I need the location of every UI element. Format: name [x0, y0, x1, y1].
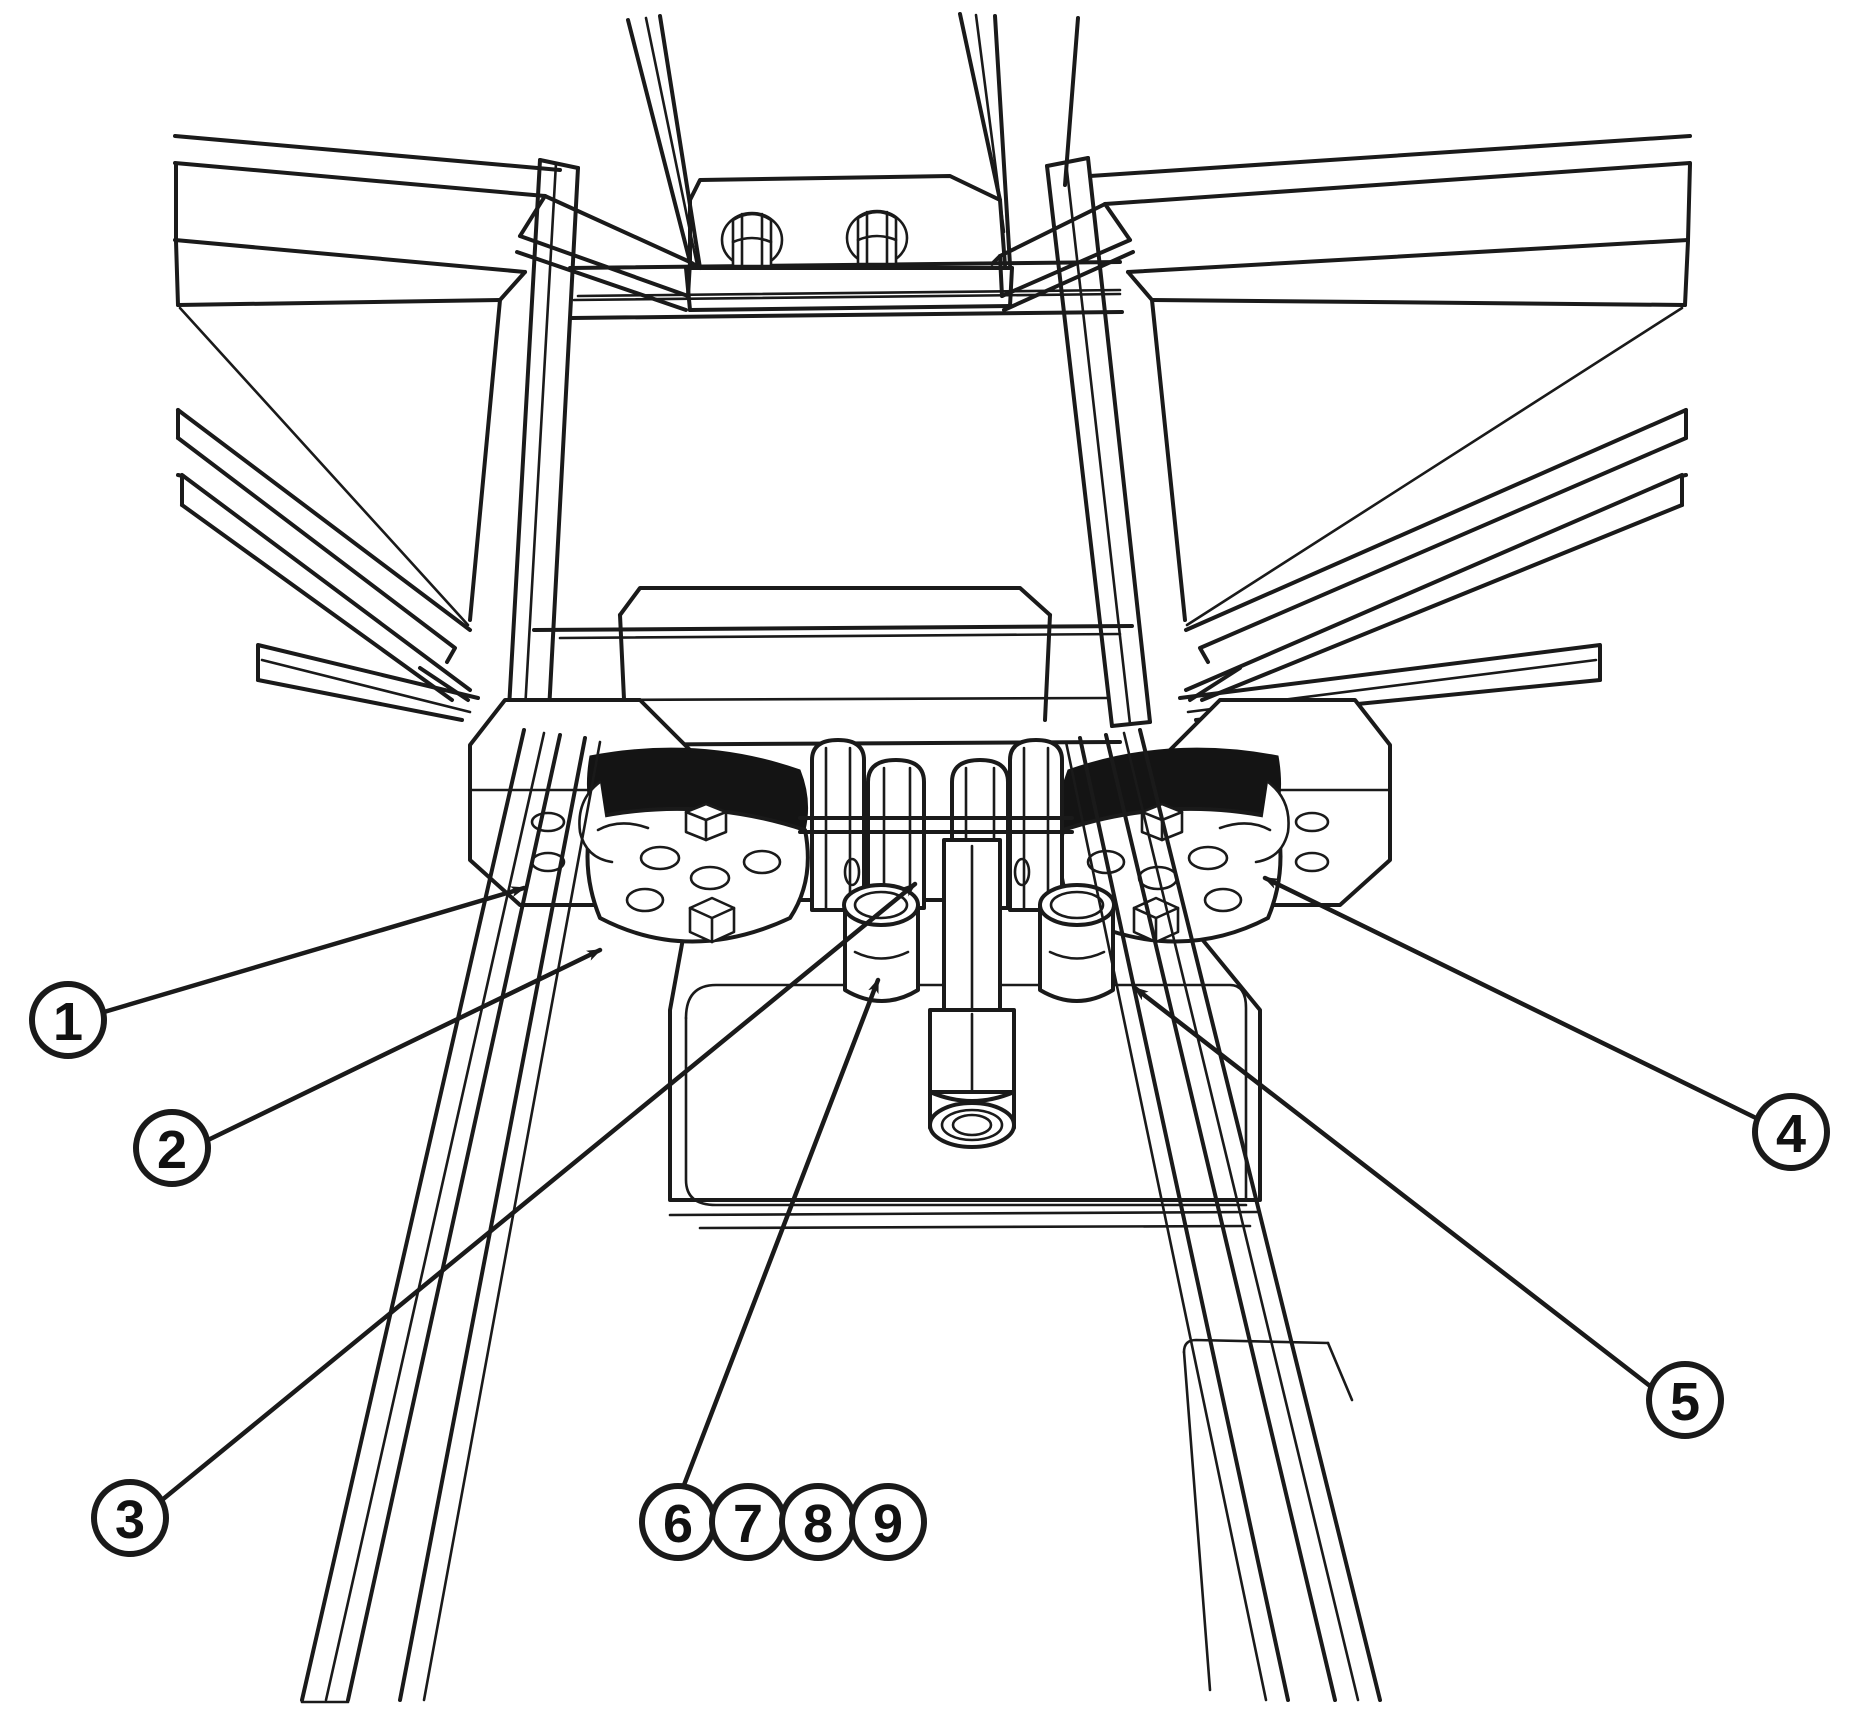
callout-9[interactable]: 9: [849, 1483, 927, 1561]
bottom-right-plate: [1182, 1338, 1354, 1692]
leader-lines-group: [101, 875, 1759, 1503]
callout-9-circle[interactable]: [849, 1483, 927, 1561]
callout-2-label: 2: [157, 1120, 187, 1180]
callout-6[interactable]: 6: [639, 1483, 717, 1561]
left-hub-assembly: [578, 747, 810, 944]
leader-line-5: [1132, 985, 1653, 1389]
callout-4[interactable]: 4: [1752, 1093, 1830, 1171]
callout-1-label: 1: [53, 992, 83, 1052]
callout-3-circle[interactable]: [91, 1479, 169, 1557]
center-mast-rails: [626, 12, 1080, 270]
callout-7-label: 7: [733, 1494, 763, 1554]
left-wing-panel: [173, 134, 562, 722]
leader-line-6: [681, 977, 881, 1488]
leader-line-4: [1262, 875, 1759, 1121]
callout-9-label: 9: [873, 1494, 903, 1554]
callout-2-circle[interactable]: [133, 1109, 211, 1187]
callout-8-label: 8: [803, 1494, 833, 1554]
leader-line-1: [101, 885, 527, 1015]
callout-2[interactable]: 2: [133, 1109, 211, 1187]
hydraulic-valve-block: [798, 738, 1116, 1149]
callout-5[interactable]: 5: [1646, 1361, 1724, 1439]
right-wing-panel: [1088, 134, 1692, 722]
callout-6-label: 6: [663, 1494, 693, 1554]
left-vertical-beam: [506, 158, 580, 732]
callout-7[interactable]: 7: [709, 1483, 787, 1561]
right-hub-assembly: [1058, 747, 1290, 944]
machine-assembly-artwork: [173, 12, 1692, 1704]
callout-1[interactable]: 1: [29, 981, 107, 1059]
callout-3-label: 3: [115, 1490, 145, 1550]
leader-line-2: [205, 947, 603, 1143]
callout-8[interactable]: 8: [779, 1483, 857, 1561]
callout-3[interactable]: 3: [91, 1479, 169, 1557]
callout-5-label: 5: [1670, 1372, 1700, 1432]
hitch-bolt-group: [720, 209, 909, 269]
callouts-group: 1 2 3 4 5 6: [29, 981, 1830, 1561]
leader-line-3: [159, 881, 918, 1503]
callout-4-label: 4: [1776, 1104, 1806, 1164]
callout-1-circle[interactable]: [29, 981, 107, 1059]
right-lower-rail: [1064, 728, 1382, 1702]
right-diagonal-brace: [990, 202, 1135, 312]
callout-5-circle[interactable]: [1646, 1361, 1724, 1439]
callout-4-circle[interactable]: [1752, 1093, 1830, 1171]
